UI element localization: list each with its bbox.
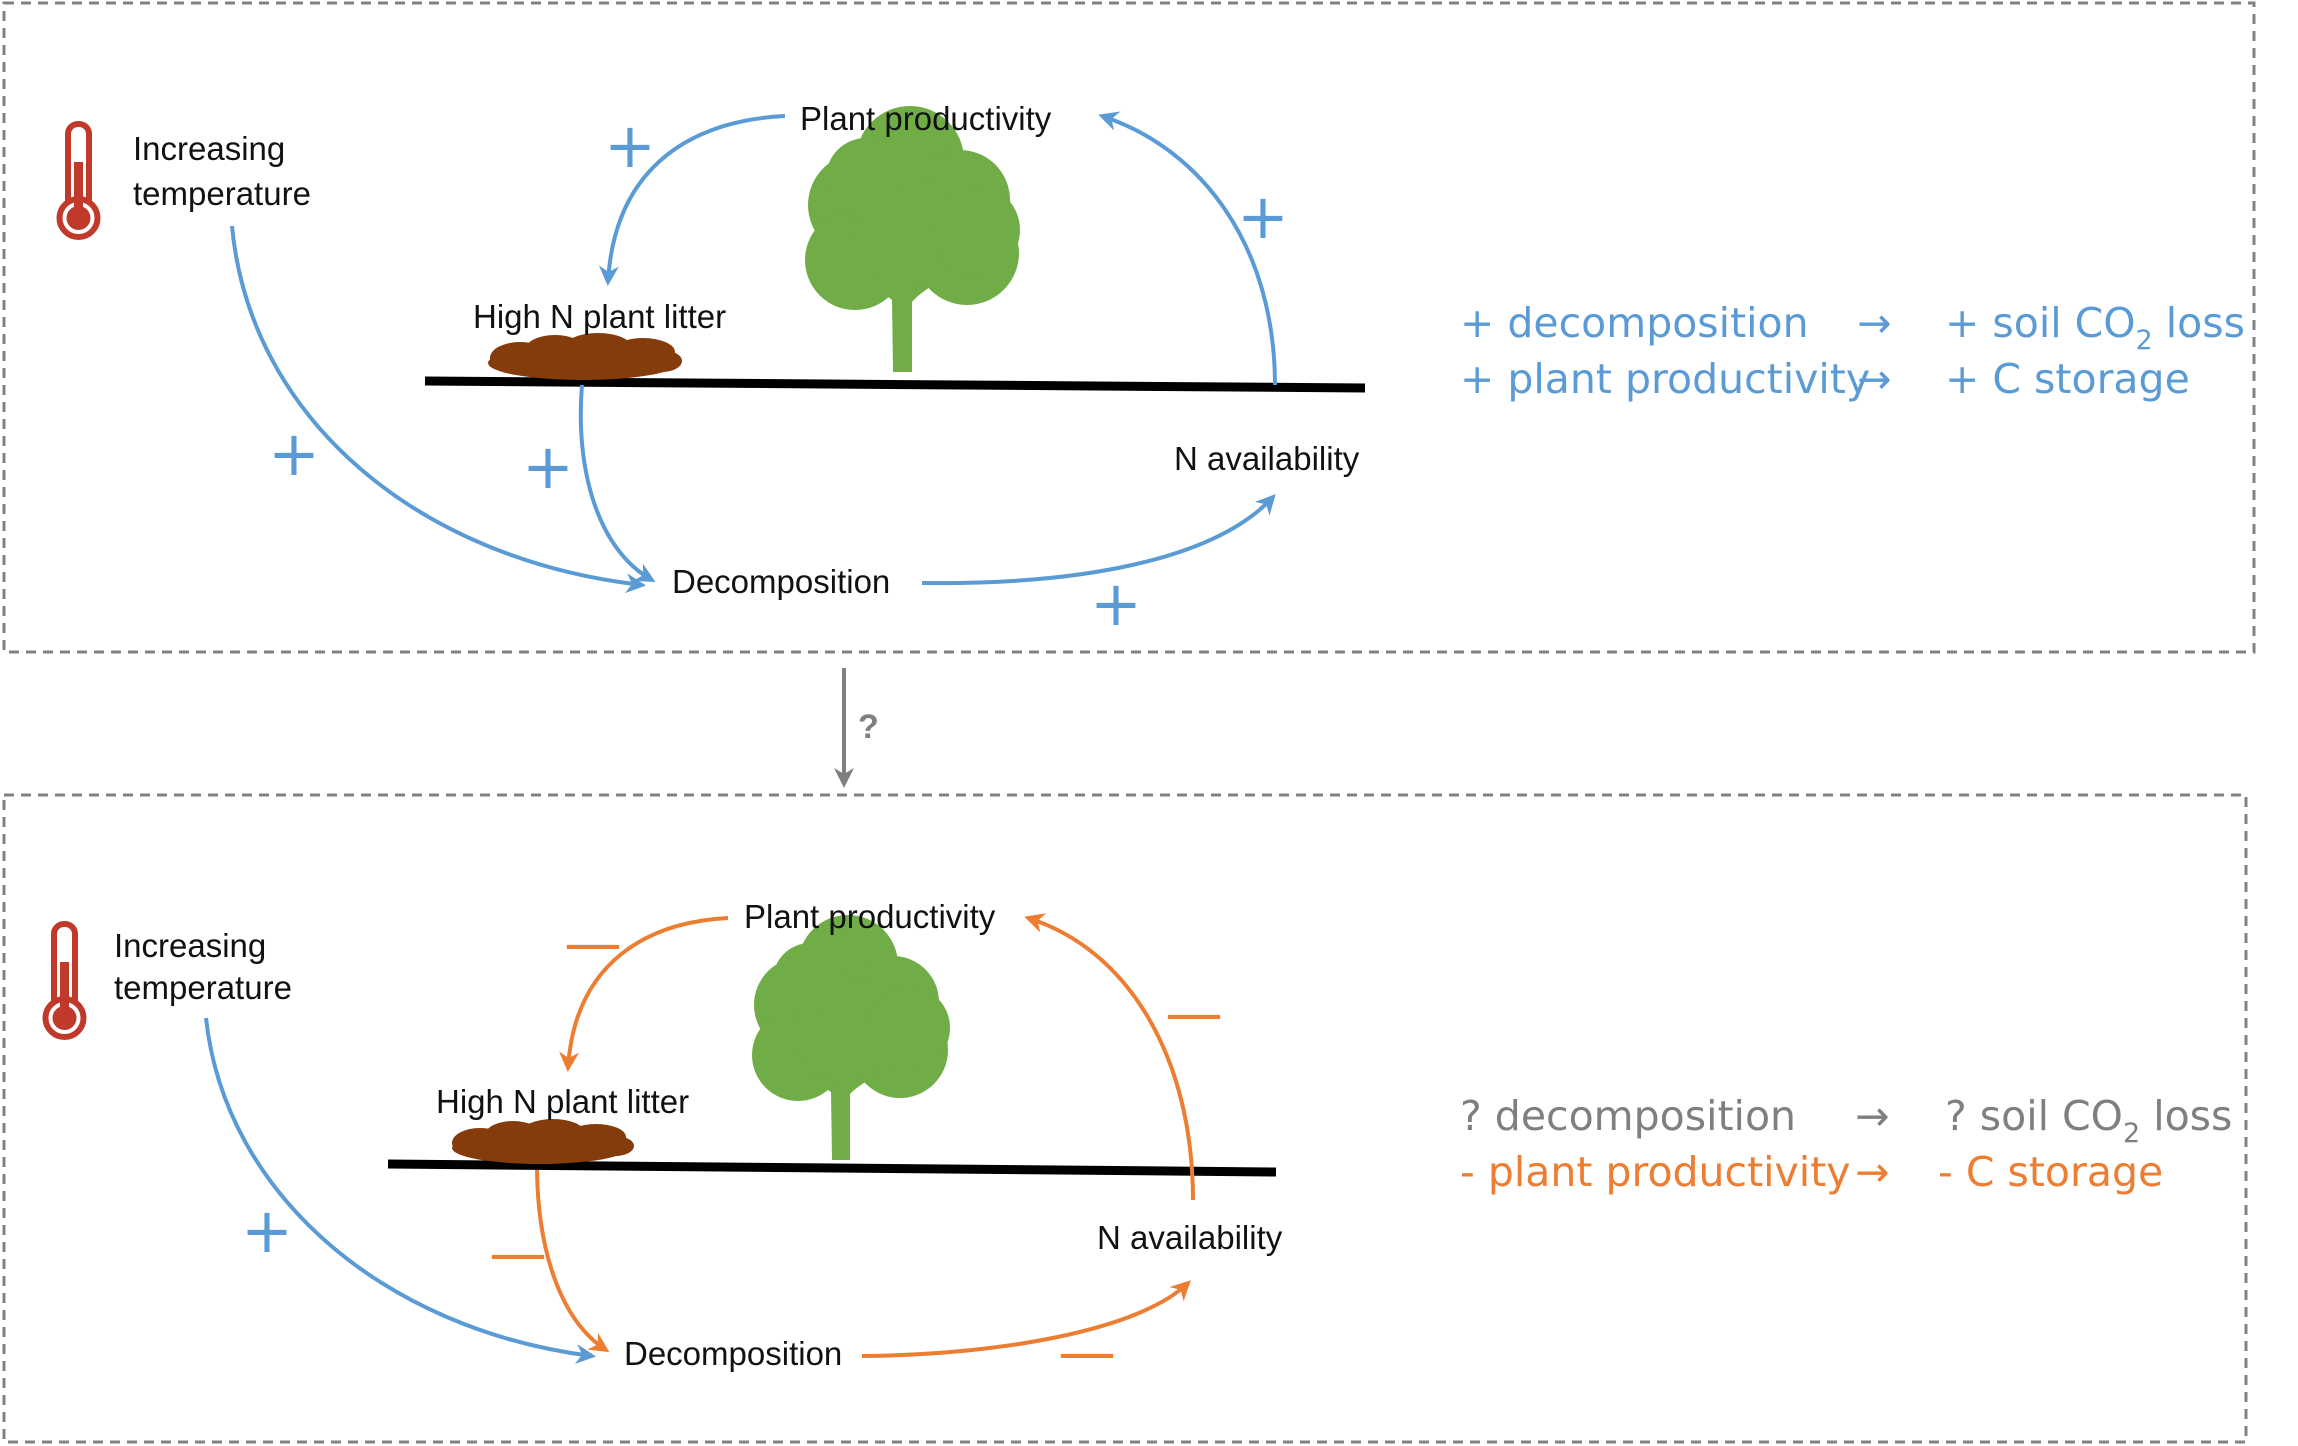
arrow-litter-to-decomposition (535, 1169, 610, 1353)
tree-icon (805, 106, 1020, 372)
label-n-availability: N availability (1097, 1219, 1283, 1256)
summary-positive: + decomposition → + soil CO2 loss + plan… (1460, 299, 2245, 403)
thermometer-icon (56, 121, 101, 240)
panel-negative-feedback: Increasing temperature Plant productiv (2, 793, 2248, 1444)
panel-border (2, 793, 2248, 1444)
arrow-productivity-to-litter (598, 114, 786, 286)
sign-temperature-to-decomposition: + (241, 1194, 293, 1267)
label-temperature-line1: Increasing (114, 927, 266, 964)
summary-row1-arrow: → (1855, 1092, 1889, 1140)
summary-negative: ? decomposition → ? soil CO2 loss - plan… (1460, 1092, 2232, 1196)
label-plant-productivity: Plant productivity (800, 100, 1052, 137)
summary-row2-left: - plant productivity (1460, 1148, 1851, 1196)
summary-row1-right: + soil CO2 loss (1945, 299, 2245, 356)
label-n-availability: N availability (1174, 440, 1360, 477)
ground-line (424, 376, 1366, 393)
panel-connector: ? (834, 668, 879, 788)
summary-row2-arrow: → (1855, 1148, 1889, 1196)
summary-row1-arrow: → (1857, 299, 1891, 347)
ground-line (387, 1159, 1277, 1177)
summary-row1-left: ? decomposition (1460, 1092, 1796, 1140)
thermometer-icon (42, 921, 87, 1040)
label-temperature-line2: temperature (133, 175, 311, 212)
connector-label: ? (858, 708, 879, 746)
arrow-temperature-to-decomposition (204, 1017, 596, 1364)
label-plant-productivity: Plant productivity (744, 898, 996, 935)
label-decomposition: Decomposition (624, 1335, 842, 1372)
tree-icon (752, 915, 950, 1160)
sign-productivity-to-litter: + (604, 109, 656, 182)
summary-row1-left: + decomposition (1460, 299, 1809, 347)
summary-row2-arrow: → (1857, 355, 1891, 403)
arrow-litter-to-decomposition (578, 384, 656, 582)
arrow-availability-to-productivity (1098, 111, 1277, 386)
sign-temperature-to-decomposition: + (268, 417, 320, 490)
summary-row1-right: ? soil CO2 loss (1945, 1092, 2232, 1149)
sign-availability-to-productivity: — (1165, 979, 1223, 1047)
sign-decomposition-to-availability: + (1090, 567, 1142, 640)
label-temperature-line2: temperature (114, 969, 292, 1006)
sign-litter-to-decomposition: + (522, 430, 574, 503)
sign-decomposition-to-availability: — (1058, 1318, 1116, 1386)
panel-border (2, 1, 2256, 654)
sign-productivity-to-litter: — (564, 909, 622, 977)
arrow-temperature-to-decomposition (230, 225, 646, 594)
arrow-availability-to-productivity (1024, 913, 1195, 1201)
sign-availability-to-productivity: + (1237, 180, 1289, 253)
summary-row2-left: + plant productivity (1460, 355, 1870, 403)
litter-icon (488, 333, 682, 380)
label-litter: High N plant litter (436, 1083, 689, 1120)
litter-icon (452, 1119, 634, 1164)
summary-row2-right: - C storage (1938, 1148, 2163, 1196)
sign-litter-to-decomposition: — (489, 1219, 547, 1287)
arrow-productivity-to-litter (559, 916, 729, 1072)
panel-positive-feedback: Increasing temperature Plant productiv (2, 1, 2256, 654)
label-litter: High N plant litter (473, 298, 726, 335)
summary-row2-right: + C storage (1945, 355, 2190, 403)
label-temperature-line1: Increasing (133, 130, 285, 167)
label-decomposition: Decomposition (672, 563, 890, 600)
arrow-decomposition-to-availability (921, 494, 1276, 586)
arrow-decomposition-to-availability (861, 1280, 1191, 1358)
